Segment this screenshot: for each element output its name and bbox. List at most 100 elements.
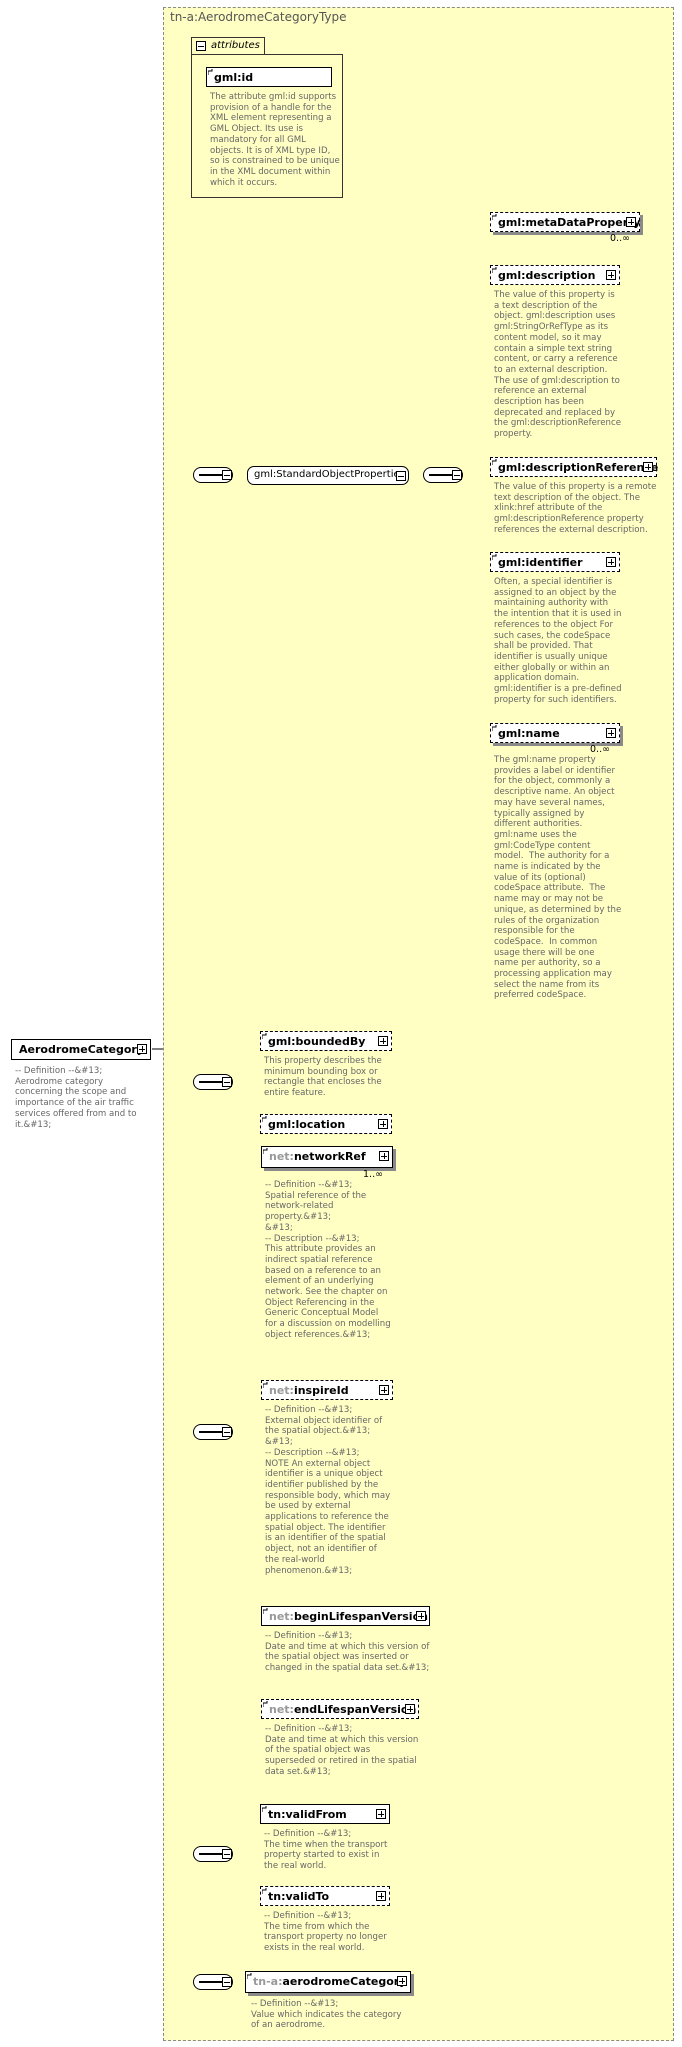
collapse-icon-seq1[interactable] <box>222 470 232 480</box>
element-description: Often, a special identifier is assigned … <box>494 577 622 705</box>
expand-icon[interactable] <box>416 1611 426 1621</box>
element-name: location <box>295 1118 346 1131</box>
element-name: endLifespanVersion <box>293 1703 417 1716</box>
element-identifier[interactable]: gml:identifier <box>490 552 620 572</box>
expand-icon[interactable] <box>606 557 616 567</box>
attribute-gml-id[interactable]: gml:id <box>206 67 332 87</box>
root-element-aerodrome-category[interactable]: AerodromeCategory <box>11 1039 151 1060</box>
element-name: aerodromeCategory <box>282 1975 407 1988</box>
element-inspire-id[interactable]: net:inspireId <box>261 1380 393 1400</box>
expand-icon[interactable] <box>606 270 616 280</box>
element-prefix: gml: <box>268 1035 296 1048</box>
root-element-label: AerodromeCategory <box>19 1043 144 1056</box>
attribute-corner-icon <box>208 69 213 75</box>
element-description: The value of this property is a remote t… <box>494 482 657 535</box>
collapse-icon-seq6[interactable] <box>222 1977 232 1987</box>
group-collapse-icon[interactable] <box>396 471 406 481</box>
element-prefix: tn: <box>268 1890 286 1903</box>
element-prefix: net: <box>269 1610 294 1623</box>
element-description: -- Definition --&#13; Date and time at w… <box>265 1724 419 1777</box>
element-name: inspireId <box>293 1384 349 1397</box>
collapse-icon-seq3[interactable] <box>222 1077 232 1087</box>
element-prefix: net: <box>269 1703 294 1716</box>
element-corner-icon <box>262 1888 267 1894</box>
expand-icon[interactable] <box>379 1151 389 1161</box>
element-bounded-by[interactable]: gml:boundedBy <box>260 1031 392 1051</box>
cardinality-label: 1..∞ <box>363 1169 383 1180</box>
element-prefix: gml: <box>498 269 526 282</box>
expand-icon[interactable] <box>626 217 636 227</box>
expand-icon[interactable] <box>378 1036 388 1046</box>
cardinality-label: 0..∞ <box>590 744 610 755</box>
element-end-lifespan-version[interactable]: net:endLifespanVersion <box>261 1699 419 1719</box>
element-name: validFrom <box>285 1808 347 1821</box>
element-description: -- Definition --&#13; Date and time at w… <box>265 1631 430 1674</box>
element-description: -- Definition --&#13; The time from whic… <box>264 1911 387 1954</box>
collapse-icon-seq2[interactable] <box>452 470 462 480</box>
element-prefix: gml: <box>498 727 526 740</box>
element-network-ref[interactable]: net:networkRef <box>261 1146 393 1168</box>
group-standard-label: gml:StandardObjectProperties <box>254 469 405 480</box>
collapse-icon-seq4[interactable] <box>222 1427 232 1437</box>
expand-icon[interactable] <box>397 1976 407 1986</box>
expand-icon[interactable] <box>606 728 616 738</box>
type-title: tn-a:AerodromeCategoryType <box>170 10 347 24</box>
element-corner-icon <box>263 1608 268 1614</box>
element-name: descriptionReference <box>525 461 659 474</box>
element-valid-from[interactable]: tn:validFrom <box>260 1804 390 1824</box>
group-standard-object-properties[interactable]: gml:StandardObjectProperties <box>247 466 409 485</box>
element-aerodrome-category[interactable]: tn-a:aerodromeCategory <box>245 1971 411 1993</box>
attribute-gml-id-label: gml:id <box>214 71 254 84</box>
expand-icon[interactable] <box>376 1809 386 1819</box>
element-corner-icon <box>263 1701 268 1707</box>
element-name: metaDataProperty <box>525 216 641 229</box>
expand-icon[interactable] <box>405 1704 415 1714</box>
element-description: -- Definition --&#13; External object id… <box>265 1405 391 1576</box>
element-valid-to[interactable]: tn:validTo <box>260 1886 390 1906</box>
attributes-tab[interactable]: attributes <box>191 37 265 55</box>
collapse-icon-seq5[interactable] <box>222 1849 232 1859</box>
element-corner-icon <box>492 214 497 220</box>
element-prefix: tn: <box>268 1808 286 1821</box>
collapse-icon[interactable] <box>196 41 206 51</box>
element-description-reference[interactable]: gml:descriptionReference <box>490 457 659 477</box>
element-name: description <box>525 269 596 282</box>
element-prefix: tn-a: <box>253 1975 283 1988</box>
element-corner-icon <box>262 1116 267 1122</box>
element-prefix: gml: <box>268 1118 296 1131</box>
element-name: boundedBy <box>295 1035 366 1048</box>
element-location[interactable]: gml:location <box>260 1114 392 1134</box>
element-corner-icon <box>492 554 497 560</box>
element-description: -- Definition --&#13; Spatial reference … <box>265 1180 391 1340</box>
element-description: The gml:name property provides a label o… <box>494 755 622 1001</box>
element-prefix: gml: <box>498 461 526 474</box>
element-description: The value of this property is a text des… <box>494 290 622 440</box>
expand-icon[interactable] <box>137 1044 147 1054</box>
element-meta-data-property[interactable]: gml:metaDataProperty <box>490 212 641 232</box>
element-prefix: net: <box>269 1150 294 1163</box>
element-name: networkRef <box>293 1150 366 1163</box>
element-corner-icon <box>247 1973 252 1979</box>
element-name[interactable]: gml:name <box>490 723 620 743</box>
element-name: beginLifespanVersion <box>293 1610 428 1623</box>
element-name: name <box>525 727 560 740</box>
element-name: identifier <box>525 556 583 569</box>
expand-icon[interactable] <box>378 1119 388 1129</box>
element-begin-lifespan-version[interactable]: net:beginLifespanVersion <box>261 1606 430 1626</box>
element-aerodrome-category-description: -- Definition --&#13; Value which indica… <box>251 1999 402 2031</box>
expand-icon[interactable] <box>643 462 653 472</box>
element-corner-icon <box>263 1148 268 1154</box>
attribute-gml-id-description: The attribute gml:id supports provision … <box>210 92 340 188</box>
cardinality-label: 0..∞ <box>610 233 630 244</box>
element-description: -- Definition --&#13; The time when the … <box>264 1829 388 1872</box>
element-description: This property describes the minimum boun… <box>264 1056 382 1099</box>
element-description[interactable]: gml:description <box>490 265 620 285</box>
root-element-description: -- Definition --&#13; Aerodrome category… <box>15 1066 137 1130</box>
element-prefix: gml: <box>498 556 526 569</box>
element-corner-icon <box>492 459 497 465</box>
expand-icon[interactable] <box>379 1385 389 1395</box>
element-prefix: net: <box>269 1384 294 1397</box>
expand-icon[interactable] <box>376 1891 386 1901</box>
element-prefix: gml: <box>498 216 526 229</box>
